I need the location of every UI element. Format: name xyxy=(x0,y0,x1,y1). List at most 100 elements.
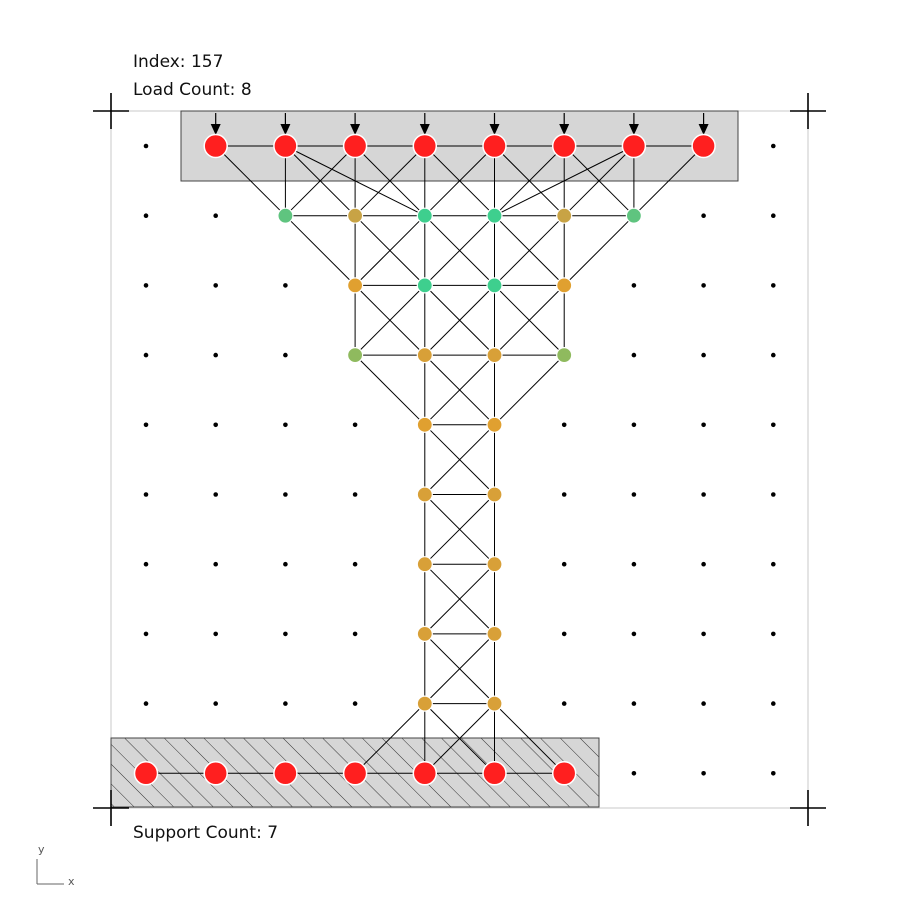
truss-member xyxy=(424,494,495,565)
interior-node xyxy=(556,347,573,364)
grid-dot xyxy=(213,352,218,358)
truss-member xyxy=(354,354,426,426)
grid-dot xyxy=(701,771,706,776)
grid-dot xyxy=(561,492,567,497)
truss-member xyxy=(285,215,356,286)
support-count-label: Support Count: 7 xyxy=(133,823,279,843)
index-value: 157 xyxy=(190,52,224,72)
truss-members xyxy=(146,145,704,774)
interior-node xyxy=(556,207,573,224)
truss-member xyxy=(215,145,286,217)
grid-dot xyxy=(771,561,776,567)
grid-dot xyxy=(631,492,637,497)
grid-dot xyxy=(213,701,218,706)
grid-dot xyxy=(283,631,288,637)
grid-dot xyxy=(561,631,567,637)
support-node xyxy=(342,761,368,786)
grid-dot xyxy=(771,492,776,497)
grid-dot xyxy=(631,701,637,706)
corner-markers xyxy=(93,93,826,826)
load-arrow xyxy=(280,113,291,135)
grid-dot xyxy=(283,352,288,358)
grid-dot xyxy=(143,352,149,358)
truss-member xyxy=(424,703,495,774)
load-node xyxy=(551,133,577,159)
truss-member xyxy=(494,215,565,286)
interior-node xyxy=(277,207,294,224)
support-count-value: 7 xyxy=(267,823,279,843)
interior-node xyxy=(347,277,364,294)
grid-dot xyxy=(352,422,358,428)
support-node xyxy=(482,761,507,786)
truss-member xyxy=(424,424,495,495)
truss-member xyxy=(424,354,495,426)
interior-node xyxy=(486,347,503,364)
grid-dot xyxy=(771,701,776,706)
grid-dot xyxy=(701,561,706,567)
grid-dot xyxy=(771,143,776,149)
interior-node xyxy=(486,277,503,294)
grid-dot xyxy=(631,422,637,428)
grid-dot xyxy=(352,701,358,706)
grid-dot xyxy=(213,561,218,567)
load-node xyxy=(412,133,438,159)
truss-member xyxy=(354,145,426,217)
grid-dot xyxy=(771,352,776,358)
grid-dot xyxy=(143,422,149,428)
axis-x-label: x xyxy=(68,875,75,888)
grid-dot xyxy=(771,283,776,288)
interior-node xyxy=(416,416,433,433)
truss-member xyxy=(424,285,495,356)
interior-node xyxy=(486,486,503,503)
interior-node xyxy=(625,207,643,224)
load-count-value: 8 xyxy=(240,80,252,100)
grid-dot xyxy=(771,422,776,428)
interior-node xyxy=(347,347,364,364)
grid-dot xyxy=(283,283,288,288)
truss-member xyxy=(285,145,356,217)
interior-node xyxy=(486,207,503,224)
grid-dot xyxy=(701,631,706,637)
truss-member xyxy=(285,145,426,217)
truss-nodes xyxy=(133,133,716,786)
grid-dot xyxy=(701,701,706,706)
grid-dot xyxy=(213,631,218,637)
grid-dot xyxy=(701,352,706,358)
load-node xyxy=(203,133,228,159)
truss-member xyxy=(424,633,495,704)
grid-dot xyxy=(213,213,218,218)
load-node xyxy=(482,133,507,159)
support-node xyxy=(133,761,159,786)
support-node xyxy=(273,761,298,786)
grid-dot xyxy=(143,492,149,497)
interior-node xyxy=(486,695,503,712)
grid-dot xyxy=(701,213,706,218)
truss-member xyxy=(494,285,565,356)
grid-dot xyxy=(213,283,218,288)
grid-dot xyxy=(631,283,637,288)
interior-node xyxy=(556,277,573,294)
grid-dot xyxy=(771,213,776,218)
load-node xyxy=(273,133,298,159)
truss-member xyxy=(494,703,565,774)
grid-dot xyxy=(352,631,358,637)
load-arrow xyxy=(628,113,639,135)
truss-member xyxy=(494,145,635,217)
grid-dot xyxy=(143,561,149,567)
truss-member xyxy=(424,145,495,217)
truss-member xyxy=(424,215,495,286)
grid-dots xyxy=(143,143,776,776)
load-arrow xyxy=(210,113,221,135)
grid-dot xyxy=(213,492,218,497)
grid-dot xyxy=(143,213,149,218)
interior-node xyxy=(416,347,433,364)
grid-dot xyxy=(283,701,288,706)
grid-dot xyxy=(631,771,637,776)
truss-member xyxy=(354,703,426,774)
truss-member xyxy=(424,563,495,635)
grid-dot xyxy=(143,701,149,706)
axis-y-label: y xyxy=(38,843,45,856)
grid-dot xyxy=(561,561,567,567)
grid-dot xyxy=(283,492,288,497)
